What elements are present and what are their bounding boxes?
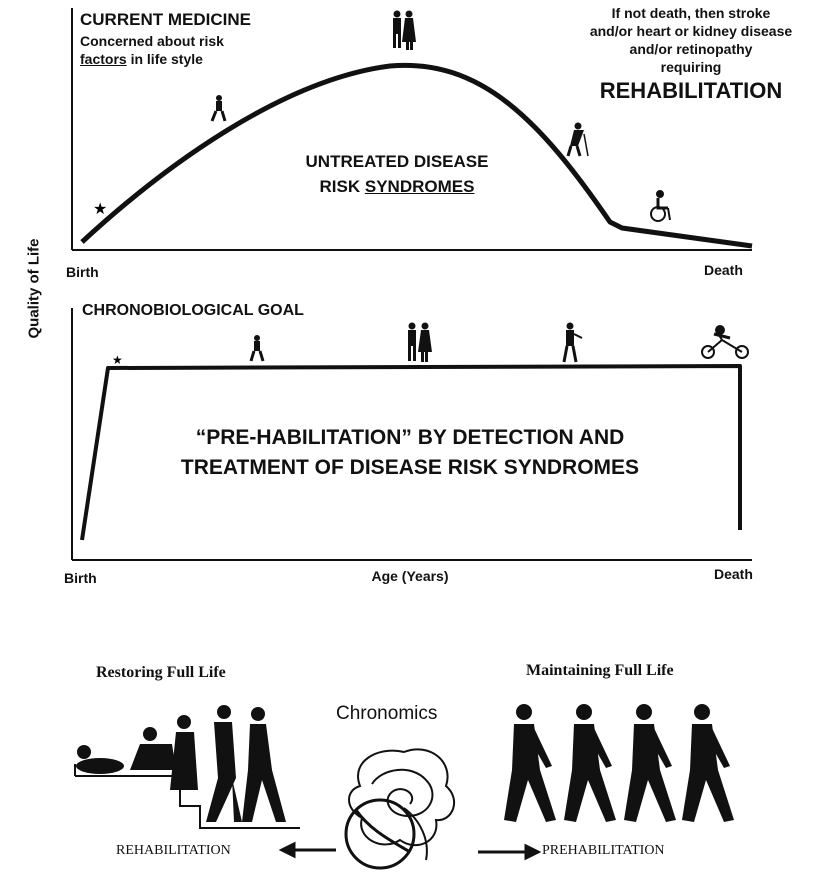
walking-figures-icon bbox=[504, 704, 734, 822]
bicycle-rider-icon bbox=[701, 325, 749, 359]
couple-icon-bottom bbox=[408, 322, 432, 362]
rehabilitation-heading: REHABILITATION bbox=[599, 78, 783, 103]
child-walking-icon-bottom bbox=[249, 335, 265, 362]
outcome-line2: and/or heart or kidney disease bbox=[589, 23, 793, 39]
outcome-line3: and/or retinopathy bbox=[629, 41, 753, 57]
current-medicine-title: CURRENT MEDICINE bbox=[80, 10, 251, 29]
bottom-birth-label: Birth bbox=[64, 570, 97, 586]
prehab-line2: TREATMENT OF DISEASE RISK SYNDROMES bbox=[180, 456, 640, 479]
prehab-line1: “PRE-HABILITATION” BY DETECTION AND bbox=[195, 426, 625, 449]
outcome-line1: If not death, then stroke bbox=[611, 5, 771, 21]
bottom-death-label: Death bbox=[714, 566, 753, 582]
factors-word: factors bbox=[80, 51, 127, 67]
couple-icon bbox=[393, 10, 416, 50]
child-walking-icon bbox=[210, 95, 227, 122]
rehab-arrow-icon bbox=[278, 841, 336, 859]
syndromes-word: SYNDROMES bbox=[364, 177, 475, 196]
restoring-label: Restoring Full Life bbox=[96, 664, 226, 681]
rehab-figures-icon bbox=[76, 705, 286, 822]
star-icon-bottom: ★ bbox=[112, 353, 123, 367]
outcome-line4: requiring bbox=[660, 59, 722, 75]
prehab-arrow-icon bbox=[478, 843, 542, 861]
untreated-line1: UNTREATED DISEASE bbox=[305, 152, 489, 171]
maintaining-label: Maintaining Full Life bbox=[526, 662, 674, 679]
untreated-curve bbox=[80, 62, 753, 249]
rehabilitation-label: REHABILITATION bbox=[116, 843, 231, 858]
rehab-stairs bbox=[74, 764, 300, 829]
star-icon-top: ★ bbox=[93, 199, 107, 218]
chronomics-label: Chronomics bbox=[336, 703, 438, 724]
untreated-line2: RISK SYNDROMES bbox=[264, 177, 530, 197]
current-medicine-line1: Concerned about risk bbox=[80, 33, 224, 49]
top-death-label: Death bbox=[704, 262, 743, 278]
chronomics-emblem-icon bbox=[344, 748, 456, 870]
adult-walking-icon-bottom bbox=[562, 322, 583, 363]
prehabilitation-label: PREHABILITATION bbox=[542, 843, 665, 858]
wheelchair-icon bbox=[650, 190, 671, 222]
elderly-cane-icon bbox=[566, 122, 589, 157]
risk-word: RISK bbox=[319, 177, 365, 196]
goal-title: CHRONOBIOLOGICAL GOAL bbox=[82, 302, 304, 319]
goal-plateau bbox=[80, 364, 742, 541]
x-axis-label: Age (Years) bbox=[371, 568, 449, 584]
lifestyle-words: in life style bbox=[126, 51, 203, 67]
current-medicine-line2: factors in life style bbox=[80, 51, 203, 67]
top-birth-label: Birth bbox=[66, 264, 99, 280]
